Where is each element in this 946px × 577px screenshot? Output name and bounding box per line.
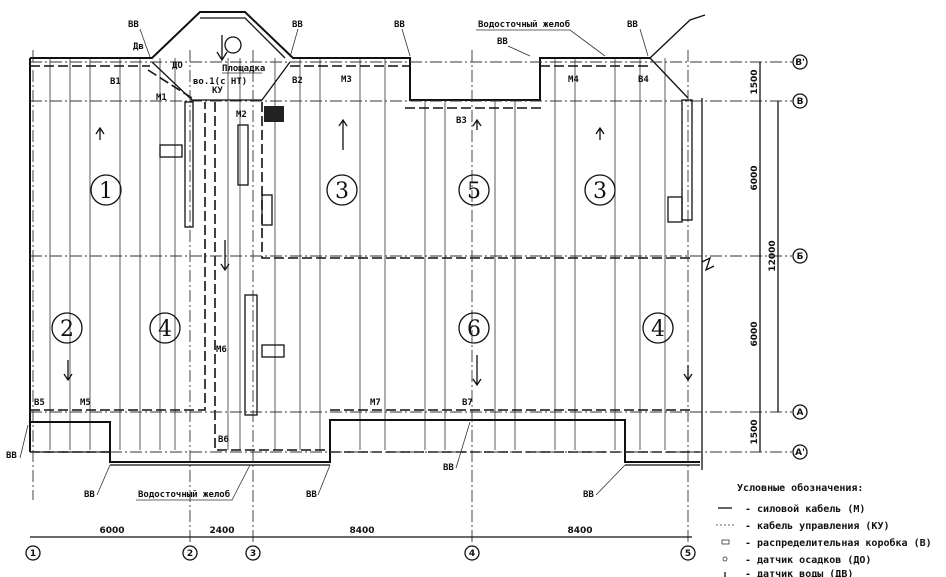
legend: Условные обозначения: - силовой кабель (… (716, 482, 932, 577)
svg-text:В: В (797, 97, 804, 107)
svg-text:1500: 1500 (750, 69, 760, 94)
svg-text:М3: М3 (341, 75, 352, 85)
svg-text:- распределительная коробка (В: - распределительная коробка (В) (745, 537, 932, 549)
label-gutter-bottom: Водосточный желоб (138, 489, 230, 500)
svg-text:8400: 8400 (349, 526, 374, 536)
axis-A: А (792, 404, 808, 420)
zone-1: 1 (90, 174, 122, 206)
zone-3b: 3 (584, 174, 616, 206)
zone-4a: 4 (149, 312, 181, 344)
legend-title: Условные обозначения: (737, 482, 863, 494)
svg-text:1: 1 (30, 549, 36, 559)
svg-text:12000: 12000 (768, 240, 778, 271)
svg-text:3: 3 (250, 549, 256, 559)
label-vv: ВВ (394, 20, 405, 30)
svg-text:ДО: ДО (172, 61, 183, 71)
svg-text:- силовой кабель (М): - силовой кабель (М) (745, 503, 865, 515)
label-vv: ВВ (497, 37, 508, 47)
axis-V-prime: В' (792, 54, 808, 70)
axis-2: 2 (182, 545, 198, 561)
svg-text:КУ: КУ (212, 86, 223, 96)
axis-V: В (792, 93, 808, 109)
svg-text:3: 3 (593, 179, 607, 204)
label-gutter-top: Водосточный желоб (478, 19, 570, 30)
label-vv: ВВ (583, 490, 594, 500)
svg-text:- кабель управления (КУ): - кабель управления (КУ) (745, 520, 890, 532)
svg-text:8400: 8400 (567, 526, 592, 536)
svg-text:В1: В1 (110, 77, 121, 87)
svg-text:В': В' (795, 58, 805, 68)
zone-2: 2 (51, 312, 83, 344)
zone-6: 6 (458, 312, 490, 344)
svg-text:6000: 6000 (750, 165, 760, 190)
equipment (159, 36, 693, 416)
svg-text:4: 4 (158, 317, 172, 342)
svg-text:М5: М5 (80, 398, 91, 408)
svg-text:4: 4 (651, 317, 665, 342)
zone-markers: 1 3 5 3 2 4 6 4 (51, 174, 674, 344)
svg-text:5: 5 (467, 179, 481, 204)
svg-text:В3: В3 (456, 116, 467, 126)
svg-text:5: 5 (685, 549, 691, 559)
label-vv: ВВ (6, 451, 17, 461)
svg-text:М6: М6 (216, 345, 227, 355)
power-cables (30, 65, 700, 453)
svg-text:В5: В5 (34, 398, 45, 408)
svg-text:А': А' (795, 448, 805, 458)
svg-text:6000: 6000 (750, 321, 760, 346)
axis-bubbles: 1 2 3 4 5 В' В Б А А' (25, 54, 808, 561)
svg-text:2: 2 (187, 549, 193, 559)
zone-3a: 3 (326, 174, 358, 206)
roof-outline (29, 11, 715, 470)
roof-sheet-lines (49, 58, 666, 450)
svg-text:3: 3 (335, 179, 349, 204)
legend-junction-box-icon (721, 539, 730, 545)
svg-text:Б: Б (797, 252, 804, 262)
axis-lines (30, 50, 792, 545)
svg-text:В2: В2 (292, 76, 303, 86)
svg-text:М4: М4 (568, 75, 579, 85)
bottom-dimensions: 6000 2400 8400 8400 (30, 526, 692, 538)
svg-text:М7: М7 (370, 398, 381, 408)
svg-text:6000: 6000 (99, 526, 124, 536)
label-vv: ВВ (306, 490, 317, 500)
label-platform: Площадка (222, 64, 265, 74)
svg-text:М2: М2 (236, 110, 247, 120)
zone-4b: 4 (642, 312, 674, 344)
svg-text:- датчик воды (ДВ): - датчик воды (ДВ) (745, 569, 853, 577)
svg-text:1: 1 (99, 179, 113, 204)
svg-text:М1: М1 (156, 93, 167, 103)
zone-5: 5 (458, 174, 490, 206)
label-vv: ВВ (292, 20, 303, 30)
axis-5: 5 (680, 545, 696, 561)
svg-text:А: А (797, 408, 804, 418)
svg-text:Дв: Дв (133, 42, 144, 52)
svg-text:4: 4 (469, 549, 475, 559)
slope-arrows (63, 35, 693, 387)
axis-B: Б (792, 248, 808, 264)
svg-text:1500: 1500 (750, 419, 760, 444)
svg-text:2400: 2400 (209, 526, 234, 536)
svg-text:2: 2 (60, 317, 74, 342)
svg-text:В7: В7 (462, 398, 473, 408)
label-vv: ВВ (84, 490, 95, 500)
annotations: ВВ ВВ ВВ ВВ Водосточный желоб ВВ Дв ДО в… (6, 19, 649, 501)
axis-4: 4 (464, 545, 480, 561)
svg-text:В4: В4 (638, 75, 649, 85)
label-vv: ВВ (627, 20, 638, 30)
right-dimensions: 1500 6000 12000 6000 1500 (750, 62, 779, 452)
svg-text:6: 6 (467, 317, 481, 342)
svg-text:- датчик осадков (ДО): - датчик осадков (ДО) (745, 555, 871, 566)
axis-1: 1 (25, 545, 41, 561)
svg-text:во.1(с НТ): во.1(с НТ) (193, 77, 247, 87)
label-vv: ВВ (443, 463, 454, 473)
axis-A-prime: А' (792, 444, 808, 460)
axis-3: 3 (245, 545, 261, 561)
svg-text:В6: В6 (218, 435, 229, 445)
label-vv: ВВ (128, 20, 139, 30)
legend-rain-sensor-icon (722, 556, 728, 562)
